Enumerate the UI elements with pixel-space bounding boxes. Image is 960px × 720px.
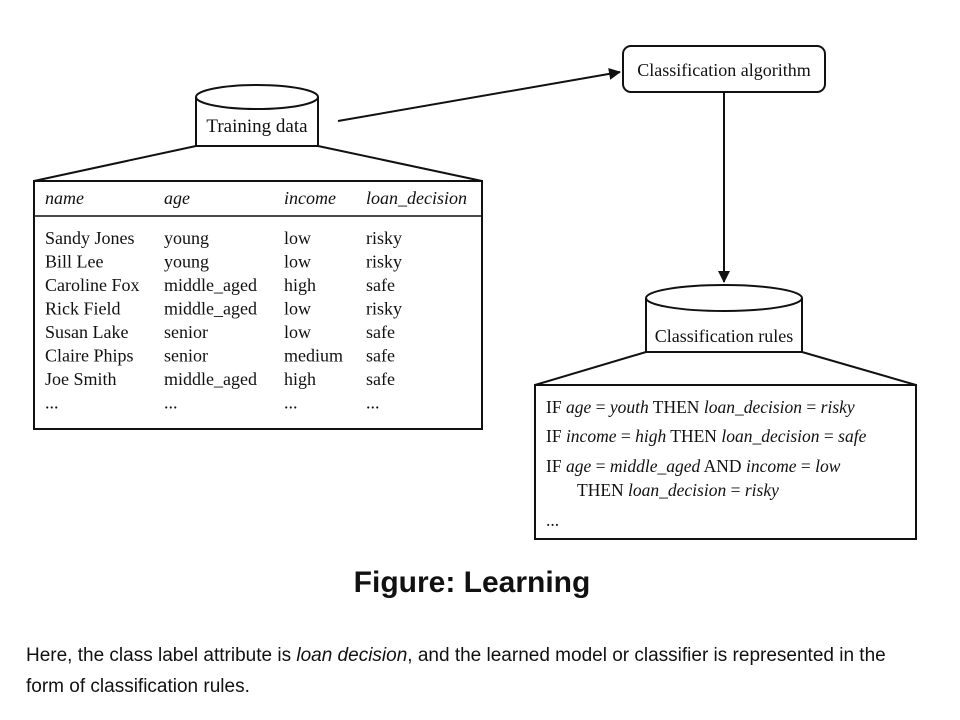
rule-line: IF income = high THEN loan_decision = sa… (546, 426, 867, 446)
rule-segment: = (616, 426, 635, 446)
table-cell: middle_aged (164, 275, 257, 295)
rules-box: IF age = youth THEN loan_decision = risk… (534, 384, 917, 540)
rule-segment: IF (546, 426, 566, 446)
table-cell: risky (366, 228, 402, 248)
table-row: Claire Phips senior medium safe (45, 346, 395, 366)
table-cell: middle_aged (164, 299, 257, 319)
table-cell: ... (284, 393, 298, 413)
table-cell: high (284, 275, 316, 295)
rule-segment: IF (546, 397, 566, 417)
table-cell: ... (164, 393, 178, 413)
training-data-cylinder: Training data (195, 84, 319, 147)
caption-text-end: , and the learned model or classifier is… (26, 645, 886, 697)
rule-segment: IF (546, 456, 566, 476)
table-cell: middle_aged (164, 369, 257, 389)
table-cell: Rick Field (45, 299, 121, 319)
table-cell: risky (366, 299, 402, 319)
column-header: age (164, 188, 190, 208)
table-row: Caroline Fox middle_aged high safe (45, 275, 395, 295)
table-cell: Bill Lee (45, 252, 103, 272)
table-cell: high (284, 369, 316, 389)
rule-segment: THEN (577, 480, 628, 500)
table-cell: young (164, 228, 209, 248)
rule-segment: loan_decision (721, 426, 819, 446)
table-cell: low (284, 252, 311, 272)
rule-segment: youth (608, 397, 649, 417)
rule-segment: THEN (649, 397, 704, 417)
column-header: loan_decision (366, 188, 467, 208)
rule-segment: = (797, 456, 816, 476)
table-cell: safe (366, 322, 395, 342)
rules-funnel-lines (534, 351, 917, 386)
rule-segment: = (591, 397, 610, 417)
table-cell: senior (164, 346, 208, 366)
column-header: name (45, 188, 84, 208)
table-header: name age income loan_decision (45, 188, 467, 208)
table-cell: low (284, 322, 311, 342)
classification-rules-cylinder: Classification rules (645, 284, 803, 353)
caption-text-italic: loan decision (296, 645, 408, 666)
training-table: name age income loan_decision Sandy Jones yo… (33, 180, 483, 430)
rule-segment: income (746, 456, 797, 476)
figure-caption: Here, the class label attribute is loan … (26, 640, 926, 702)
rule-segment: = (820, 426, 839, 446)
rule-line: THEN loan_decision = risky (577, 480, 779, 500)
table-cell: risky (366, 252, 402, 272)
training-data-label: Training data (206, 116, 308, 137)
learning-diagram: Training data name age income loan_decision… (33, 45, 917, 540)
rule-segment: safe (838, 426, 866, 446)
rule-segment: income (566, 426, 617, 446)
rule-segment: ... (546, 510, 559, 530)
rule-segment: loan_decision (628, 480, 726, 500)
rule-segment: = (802, 397, 821, 417)
rule-segment: middle_aged (610, 456, 701, 476)
table-row: Joe Smith middle_aged high safe (45, 369, 395, 389)
table-cell: Sandy Jones (45, 228, 135, 248)
rule-segment: age (566, 456, 592, 476)
rule-segment: risky (745, 480, 779, 500)
arrow-to-algorithm (337, 67, 621, 122)
rules-text: IF age = youth THEN loan_decision = risk… (546, 397, 867, 530)
table-cell: safe (366, 275, 395, 295)
table-cell: medium (284, 346, 343, 366)
rule-segment: age (566, 397, 592, 417)
table-cell: low (284, 228, 311, 248)
classification-rules-label: Classification rules (655, 326, 793, 346)
table-cell: senior (164, 322, 208, 342)
rule-line: ... (546, 510, 559, 530)
rule-segment: risky (821, 397, 855, 417)
classification-algorithm-label: Classification algorithm (637, 60, 810, 80)
table-cell: Caroline Fox (45, 275, 140, 295)
table-cell: ... (45, 393, 59, 413)
table-row: Susan Lake senior low safe (45, 322, 395, 342)
caption-text-start: Here, the class label attribute is (26, 645, 297, 666)
table-cell: Claire Phips (45, 346, 134, 366)
table-cell: ... (366, 393, 380, 413)
rule-segment: AND (700, 456, 746, 476)
table-cell: safe (366, 369, 395, 389)
table-row: ............ (45, 393, 380, 413)
table-cell: safe (366, 346, 395, 366)
table-cell: low (284, 299, 311, 319)
table-cell: Joe Smith (45, 369, 117, 389)
column-header: income (284, 188, 336, 208)
classification-algorithm-box: Classification algorithm (622, 45, 826, 93)
rule-segment: = (591, 456, 610, 476)
table-cell: young (164, 252, 209, 272)
rule-segment: THEN (666, 426, 721, 446)
rule-line: IF age = youth THEN loan_decision = risk… (546, 397, 855, 417)
rule-segment: loan_decision (704, 397, 802, 417)
table-row: Sandy Jones young low risky (45, 228, 402, 248)
rule-segment: low (815, 456, 841, 476)
training-funnel-lines (33, 145, 483, 182)
rule-segment: high (635, 426, 666, 446)
table-cell: Susan Lake (45, 322, 128, 342)
table-row: Bill Lee young low risky (45, 252, 402, 272)
rule-line: IF age = middle_aged AND income = low (546, 456, 841, 476)
figure-title: Figure: Learning (353, 566, 591, 599)
rule-segment: = (726, 480, 745, 500)
table-row: Rick Field middle_aged low risky (45, 299, 402, 319)
